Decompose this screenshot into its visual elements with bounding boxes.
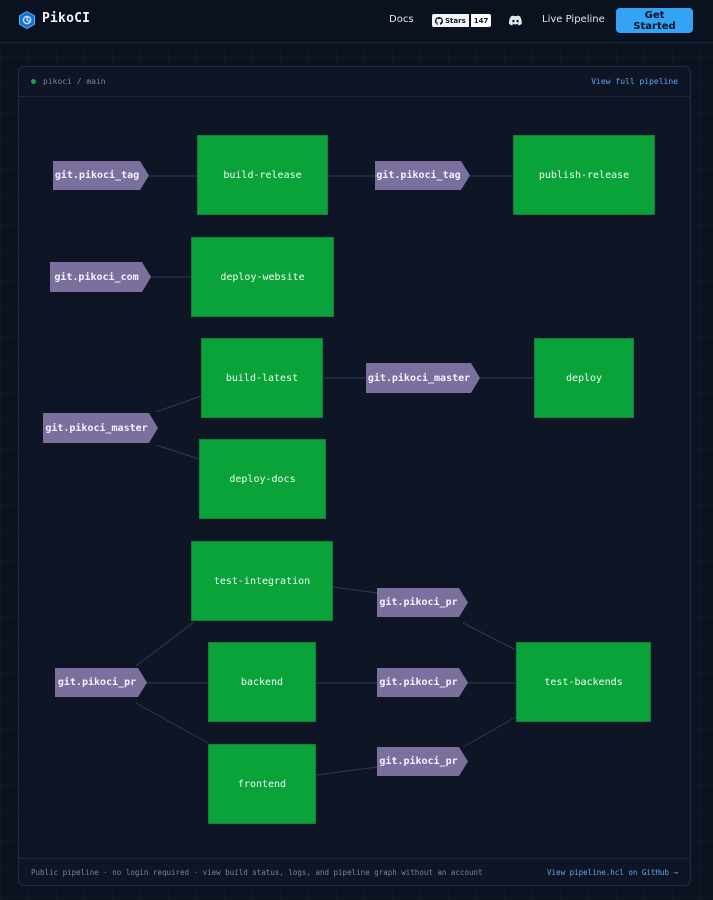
github-stars-badge[interactable]: Stars 147 — [432, 14, 492, 27]
job-deploy[interactable]: deploy — [534, 338, 634, 418]
status-dot — [31, 79, 36, 84]
edge — [315, 766, 378, 776]
pikoci-logo-icon[interactable] — [18, 11, 36, 29]
view-full-pipeline-link[interactable]: View full pipeline — [591, 77, 678, 86]
edge — [462, 716, 517, 748]
brand-name[interactable]: PikoCI — [42, 11, 91, 26]
get-started-button[interactable]: Get Started — [616, 8, 693, 33]
github-stars-count: 147 — [470, 14, 492, 27]
resource-git-pikoci-pr-mid-2[interactable]: git.pikoci_pr — [377, 668, 468, 697]
edge — [332, 586, 378, 594]
github-icon — [435, 16, 443, 25]
edge — [155, 444, 200, 460]
resource-git-pikoci-master-mid[interactable]: git.pikoci_master — [366, 363, 480, 393]
job-build-release[interactable]: build-release — [197, 135, 328, 215]
github-stars-label: Stars — [445, 16, 466, 25]
job-deploy-website[interactable]: deploy-website — [191, 237, 334, 317]
resource-git-pikoci-com[interactable]: git.pikoci_com — [50, 262, 151, 292]
resource-git-pikoci-pr-mid-3[interactable]: git.pikoci_pr — [377, 747, 468, 776]
resource-git-pikoci-tag-mid[interactable]: git.pikoci_tag — [375, 161, 470, 190]
job-test-backends[interactable]: test-backends — [516, 642, 651, 722]
pipeline-edges — [135, 175, 534, 776]
breadcrumb: pikoci / main — [43, 77, 106, 86]
discord-icon[interactable] — [508, 13, 523, 28]
job-build-latest[interactable]: build-latest — [201, 338, 323, 418]
panel-footer: Public pipeline · no login required · vi… — [19, 858, 690, 885]
footer-note: Public pipeline · no login required · vi… — [31, 868, 483, 877]
github-stars-label-wrap: Stars — [432, 14, 469, 27]
resource-git-pikoci-master[interactable]: git.pikoci_master — [43, 413, 158, 443]
edge — [155, 395, 202, 413]
resource-git-pikoci-pr[interactable]: git.pikoci_pr — [55, 668, 147, 697]
resource-git-pikoci-tag[interactable]: git.pikoci_tag — [53, 161, 149, 190]
resource-git-pikoci-pr-mid-1[interactable]: git.pikoci_pr — [377, 588, 468, 617]
pipeline-panel: pikoci / main View full pipeline git.pik… — [18, 66, 691, 886]
job-publish-release[interactable]: publish-release — [513, 135, 655, 215]
edge — [135, 702, 209, 744]
job-deploy-docs[interactable]: deploy-docs — [199, 439, 326, 519]
job-test-integration[interactable]: test-integration — [191, 541, 333, 621]
top-nav: PikoCI Docs Stars 147 Live Pipeline Get … — [0, 0, 713, 43]
job-backend[interactable]: backend — [208, 642, 316, 722]
nav-live-pipeline-link[interactable]: Live Pipeline — [542, 14, 605, 25]
panel-header: pikoci / main View full pipeline — [19, 67, 690, 97]
job-frontend[interactable]: frontend — [208, 744, 316, 824]
edge — [462, 622, 517, 651]
edge — [135, 621, 195, 667]
view-pipeline-hcl-link[interactable]: View pipeline.hcl on GitHub → — [547, 868, 678, 877]
nav-docs-link[interactable]: Docs — [389, 14, 414, 25]
